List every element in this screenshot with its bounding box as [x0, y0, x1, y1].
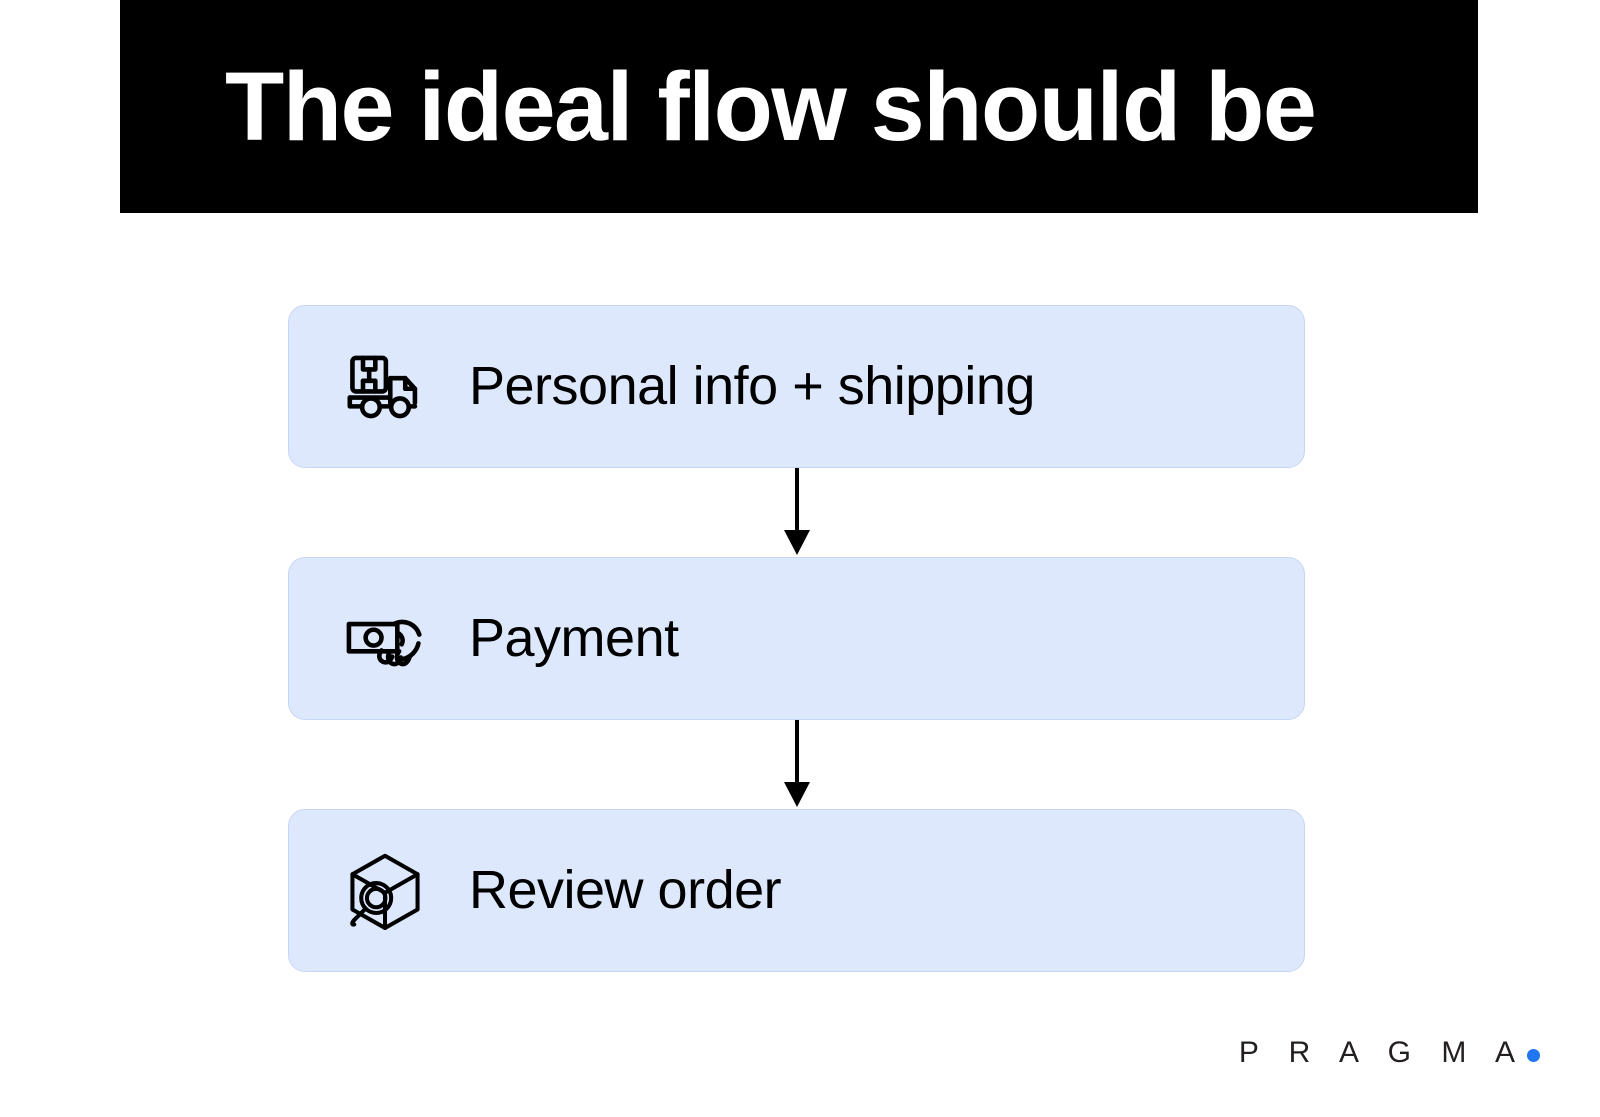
- flow-step-review-order[interactable]: Review order: [288, 809, 1305, 972]
- brand-dot-icon: [1527, 1049, 1540, 1062]
- flow-step-personal-info-shipping[interactable]: Personal info + shipping: [288, 305, 1305, 468]
- flow-step-label: Review order: [469, 860, 782, 921]
- brand-name: P R A G M A: [1238, 1036, 1526, 1069]
- title-banner: The ideal flow should be: [120, 0, 1478, 213]
- flow-diagram: Personal info + shipping Paym: [288, 305, 1305, 972]
- page-title: The ideal flow should be: [225, 52, 1317, 161]
- flow-connector-arrow: [288, 720, 1305, 809]
- box-magnifier-icon: [337, 843, 433, 939]
- flow-connector-arrow: [288, 468, 1305, 557]
- cash-in-hand-icon: [337, 591, 433, 687]
- brand-logo: P R A G M A: [1239, 1036, 1540, 1070]
- delivery-truck-icon: [337, 339, 433, 435]
- flow-step-payment[interactable]: Payment: [288, 557, 1305, 720]
- flow-step-label: Payment: [469, 608, 679, 669]
- flow-step-label: Personal info + shipping: [469, 356, 1035, 417]
